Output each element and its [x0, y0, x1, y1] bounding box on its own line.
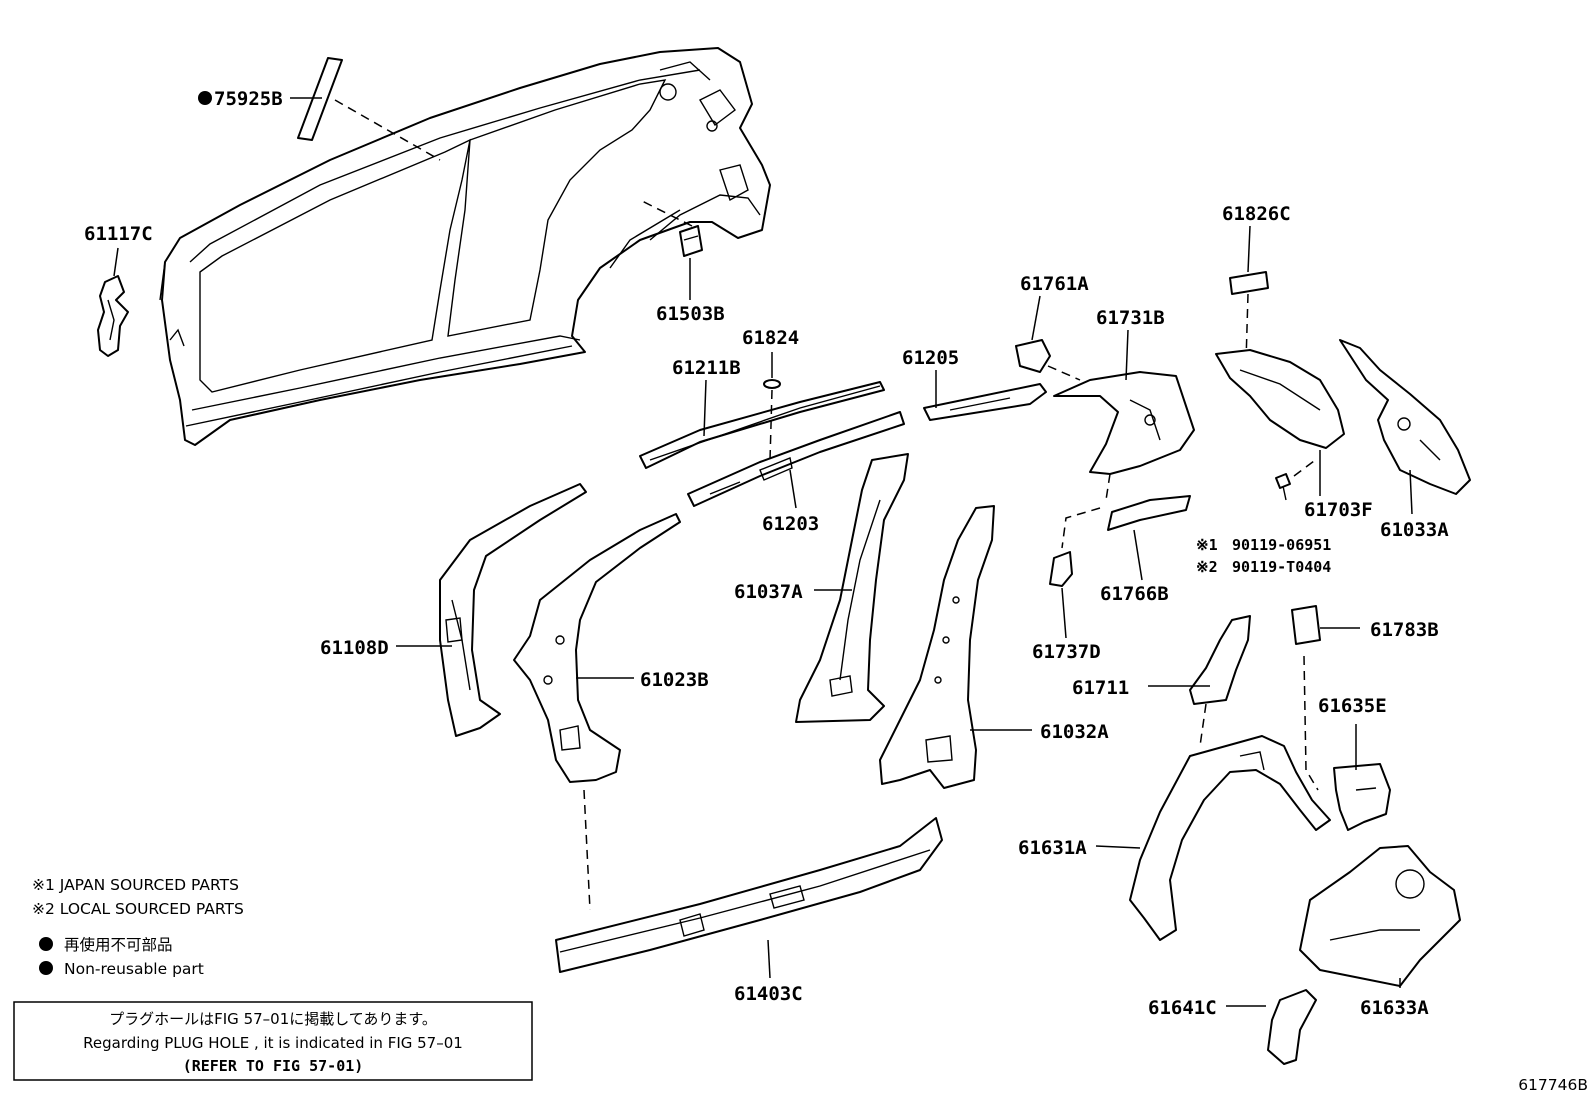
part-61703F-panel	[1215, 349, 1345, 449]
bolt-local-part: 90119-T0404	[1232, 558, 1331, 576]
part-61711-bracket	[1189, 615, 1251, 705]
label-75925B: 75925B	[214, 88, 283, 110]
part-61631A-wheelhouse	[1129, 735, 1331, 941]
part-61766B-bracket	[1107, 495, 1191, 531]
label-61731B: 61731B	[1096, 307, 1165, 329]
bolt	[1275, 473, 1291, 501]
bolt-jp-part: 90119-06951	[1232, 536, 1331, 554]
label-61826C: 61826C	[1222, 203, 1291, 225]
part-61737D-bracket	[1049, 551, 1073, 587]
side-outer-panel	[159, 47, 771, 446]
part-61033A-panel	[1339, 339, 1471, 495]
part-61824-grommet	[763, 379, 781, 389]
label-61737D: 61737D	[1032, 641, 1101, 663]
notice-line-ref: (REFER TO FIG 57-01)	[183, 1057, 364, 1075]
label-61783B: 61783B	[1370, 619, 1439, 641]
non-reusable-mark	[198, 91, 212, 105]
part-61205-rail	[923, 383, 1047, 421]
leader-lines	[113, 97, 1413, 1007]
label-61641C: 61641C	[1148, 997, 1217, 1019]
label-61403C: 61403C	[734, 983, 803, 1005]
legend-japan-sourced: ※1 JAPAN SOURCED PARTS	[32, 876, 239, 894]
part-61783B-block	[1291, 605, 1321, 645]
label-61205: 61205	[902, 347, 959, 369]
part-61037A-pillar	[795, 453, 909, 723]
label-61766B: 61766B	[1100, 583, 1169, 605]
part-61731B-panel	[1053, 371, 1195, 475]
part-61826C-block	[1229, 271, 1269, 295]
part-61032A-pillar	[879, 505, 995, 789]
figure-id: 617746B	[1518, 1076, 1588, 1094]
label-61824: 61824	[742, 327, 799, 349]
notice-line-jp: プラグホールはFIG 57–01に掲載してあります。	[109, 1010, 437, 1028]
part-61503B-bracket	[679, 225, 703, 257]
part-61403C-rocker	[555, 817, 943, 973]
label-61703F: 61703F	[1304, 499, 1373, 521]
label-61711: 61711	[1072, 677, 1129, 699]
part-61641C-extension	[1267, 989, 1317, 1065]
legend-non-reusable-en: Non-reusable part	[64, 960, 204, 978]
plug-hole-notice: プラグホールはFIG 57–01に掲載してあります。 Regarding PLU…	[13, 1001, 533, 1081]
label-61032A: 61032A	[1040, 721, 1109, 743]
notice-line-en: Regarding PLUG HOLE , it is indicated in…	[83, 1034, 463, 1052]
label-61635E: 61635E	[1318, 695, 1387, 717]
part-61108D-pillar	[439, 483, 587, 737]
label-61211B: 61211B	[672, 357, 741, 379]
non-reusable-bullet	[39, 961, 53, 975]
part-61203-rail	[687, 411, 905, 507]
label-61023B: 61023B	[640, 669, 709, 691]
bolt-local-mark: ※2	[1196, 558, 1218, 576]
label-61108D: 61108D	[320, 637, 389, 659]
part-61633A-wheelhouse-inner	[1299, 845, 1461, 987]
part-61761A-bracket	[1015, 339, 1051, 373]
label-61033A: 61033A	[1380, 519, 1449, 541]
part-75925B-strip	[297, 57, 343, 141]
part-61635E-bracket	[1333, 763, 1391, 831]
label-61037A: 61037A	[734, 581, 803, 603]
label-61761A: 61761A	[1020, 273, 1089, 295]
label-61631A: 61631A	[1018, 837, 1087, 859]
part-61211B-rail	[639, 381, 885, 469]
legend-non-reusable-jp: 再使用不可部品	[64, 936, 173, 954]
non-reusable-bullet	[39, 937, 53, 951]
label-61203: 61203	[762, 513, 819, 535]
label-61633A: 61633A	[1360, 997, 1429, 1019]
bolt-part-numbers: ※1 90119-06951 ※2 90119-T0404	[1196, 536, 1331, 576]
part-61117C-bracket	[97, 275, 129, 357]
label-61117C: 61117C	[84, 223, 153, 245]
label-61503B: 61503B	[656, 303, 725, 325]
legend: ※1 JAPAN SOURCED PARTS ※2 LOCAL SOURCED …	[32, 876, 244, 978]
legend-local-sourced: ※2 LOCAL SOURCED PARTS	[32, 900, 244, 918]
bolt-jp-mark: ※1	[1196, 536, 1218, 554]
part-61023B-pillar	[513, 513, 681, 783]
